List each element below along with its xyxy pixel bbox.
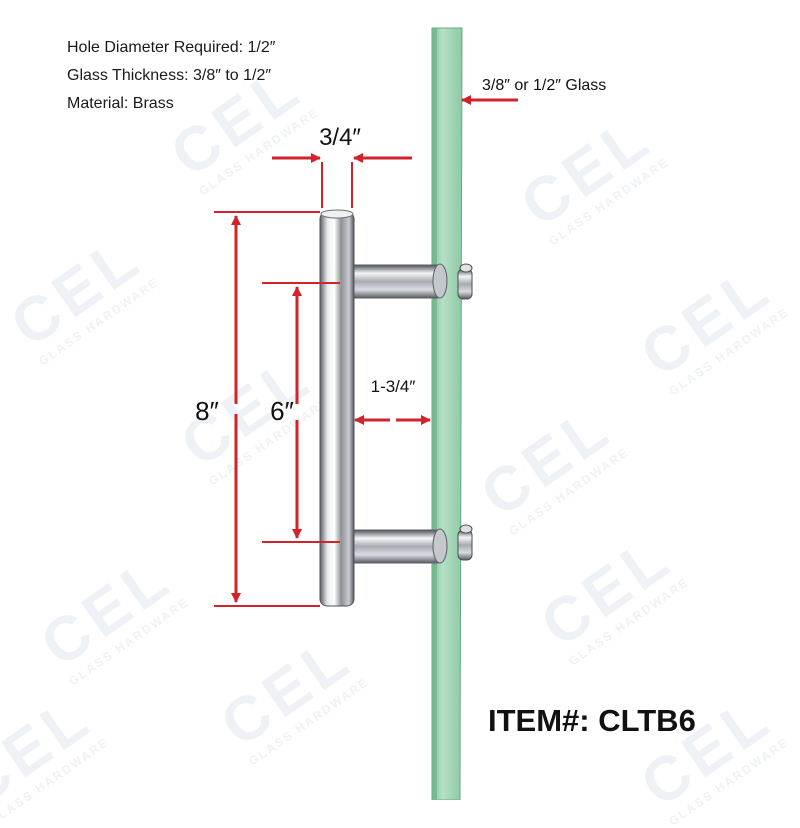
hole-diameter-spec: Hole Diameter Required: 1/2″ — [67, 39, 276, 56]
center-to-center-dimension: 6″ — [262, 282, 340, 543]
projection-label: 1-3/4″ — [371, 377, 416, 396]
diameter-label: 3/4″ — [319, 124, 361, 151]
overall-length-label: 8″ — [195, 396, 219, 426]
item-number: ITEM#: CLTB6 — [488, 703, 696, 738]
material-spec: Material: Brass — [67, 95, 174, 112]
handle-bar — [319, 209, 355, 607]
spec-list: Hole Diameter Required: 1/2″ Glass Thick… — [67, 34, 275, 118]
diameter-dimension: 3/4″ — [272, 124, 412, 208]
glass-panel — [431, 27, 463, 800]
upper-standoff — [349, 263, 473, 300]
glass-callout: 3/8″ or 1/2″ Glass — [461, 77, 606, 105]
projection-dimension: 1-3/4″ — [354, 377, 431, 425]
handle-diagram: 3/4″ 8″ 6″ 1-3/4″ 3/8″ or 1/2″ Glass — [195, 27, 606, 800]
lower-standoff — [349, 524, 473, 564]
overall-length-dimension: 8″ — [195, 211, 320, 607]
glass-thickness-spec: Glass Thickness: 3/8″ to 1/2″ — [67, 67, 272, 84]
glass-label: 3/8″ or 1/2″ Glass — [482, 77, 606, 94]
center-to-center-label: 6″ — [270, 396, 294, 426]
